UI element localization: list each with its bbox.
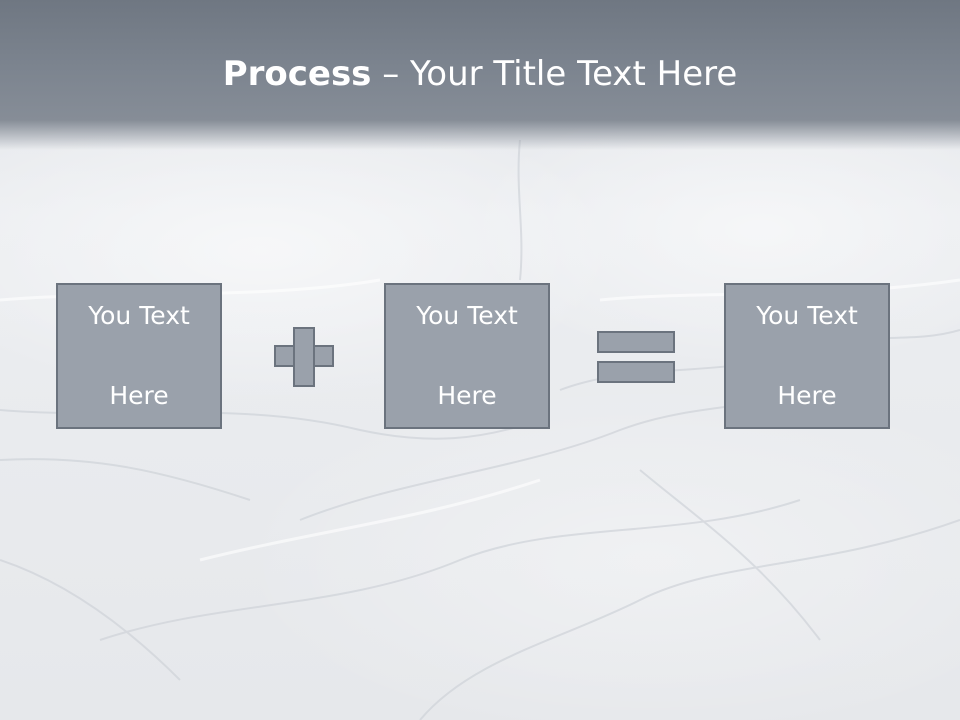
- plus-icon-center: [295, 347, 313, 365]
- process-box-2-line1: You Text: [416, 301, 518, 330]
- equals-icon-top-bar: [597, 331, 675, 353]
- process-box-3-line1: You Text: [756, 301, 858, 330]
- process-box-1-line1: You Text: [88, 301, 190, 330]
- process-box-3-line2: Here: [777, 381, 837, 410]
- equals-icon-bottom-bar: [597, 361, 675, 383]
- header-band: [0, 0, 960, 150]
- process-box-2-line2: Here: [437, 381, 497, 410]
- process-box-1-line2: Here: [109, 381, 169, 410]
- title-bold: Process: [222, 54, 372, 94]
- slide-title: Process – Your Title Text Here: [0, 52, 960, 96]
- title-rest: – Your Title Text Here: [371, 54, 738, 94]
